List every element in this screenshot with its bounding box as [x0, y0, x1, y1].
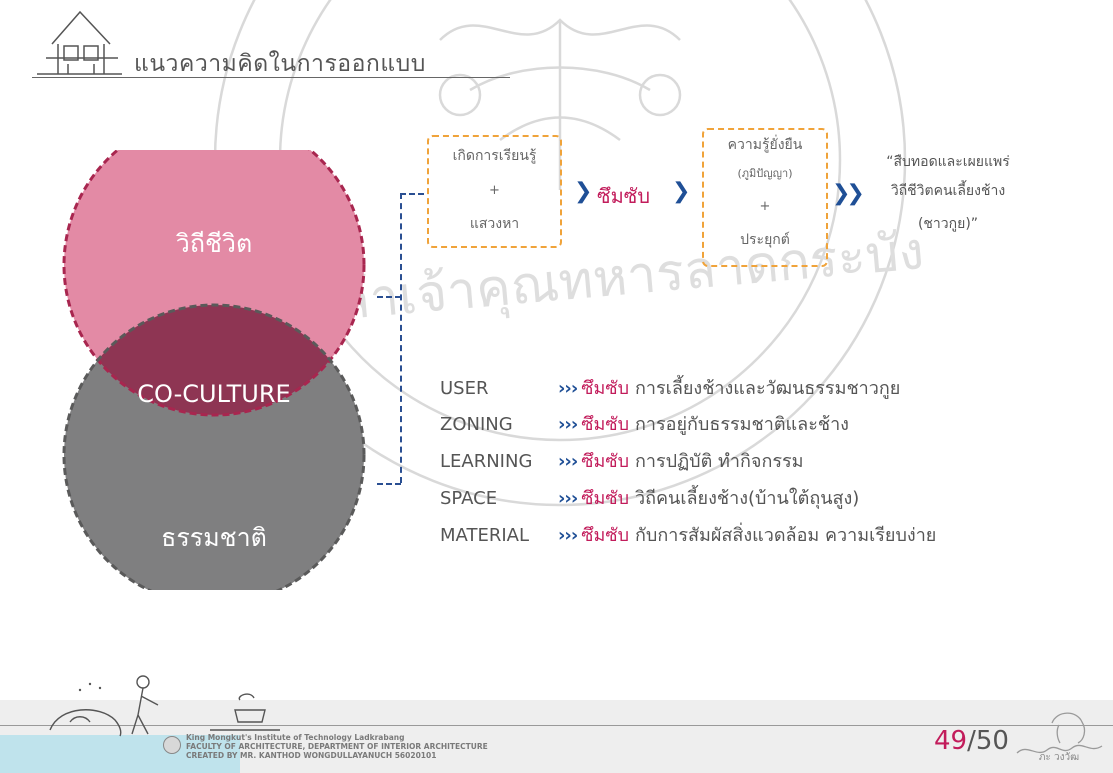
institute-credit: King Mongkut's Institute of Technology L…	[186, 733, 488, 760]
learning-box	[427, 135, 562, 248]
bracket-line	[400, 193, 402, 483]
university-logo	[163, 736, 181, 754]
page-title: แนวความคิดในการออกแบบ	[134, 51, 426, 77]
faculty-name: FACULTY OF ARCHITECTURE, DEPARTMENT OF I…	[186, 742, 488, 751]
institute-name: King Mongkut's Institute of Technology L…	[186, 733, 405, 742]
nature-label: ธรรมชาติ	[161, 523, 267, 552]
chevron-right-icon: ❯	[672, 179, 691, 204]
learning-box-plus: +	[489, 183, 500, 198]
chevron-right-icon: ❯	[574, 179, 593, 204]
page-number: 49/50	[934, 726, 1009, 756]
title-underline	[32, 77, 510, 78]
knowledge-box-plus: +	[759, 199, 771, 214]
signature-text: ภะ วงวัฒ	[1039, 752, 1079, 763]
absorb-connector: ซึมซับ	[597, 184, 651, 208]
ground-line	[0, 725, 1113, 726]
bracket-bottom-arm	[377, 483, 401, 485]
list-item: ZONING›››ซึมซับการอยู่กับธรรมชาติและช้าง	[440, 414, 849, 435]
knowledge-box-line1: ความรู้ยั่งยืน	[727, 137, 803, 153]
list-item: SPACE›››ซึมซับวิถีคนเลี้ยงช้าง(บ้านใต้ถุ…	[440, 488, 860, 509]
lifestyle-label: วิถีชีวิต	[175, 229, 253, 258]
co-culture-label: CO-CULTURE	[137, 380, 291, 408]
overlap-region	[64, 305, 364, 415]
list-item: MATERIAL›››ซึมซับกับการสัมผัสสิ่งแวดล้อม…	[440, 525, 937, 546]
result-line2: วิถีชีวิตคนเลี้ยงช้าง	[890, 183, 1006, 199]
knowledge-box	[702, 128, 828, 267]
thai-house-sketch-icon	[37, 10, 122, 75]
water-sketch	[0, 735, 240, 773]
bracket-top-arm	[400, 193, 424, 195]
learning-box-line1: เกิดการเรียนรู้	[452, 148, 537, 164]
learning-box-line2: แสวงหา	[469, 216, 520, 232]
list-item: LEARNING›››ซึมซับการปฏิบัติ ทำกิจกรรม	[440, 451, 804, 472]
elephant-signature-logo: ภะ วงวัฒ	[1016, 712, 1103, 763]
list-item: USER›››ซึมซับการเลี้ยงช้างและวัฒนธรรมชาว…	[440, 378, 901, 399]
elephant-bathing-sketch-icon	[49, 675, 280, 737]
creator-credit: CREATED BY MR. KANTHOD WONGDULLAYANUCH 5…	[186, 751, 437, 760]
result-line3: (ชาวกูย)”	[917, 216, 979, 232]
bracket-connector	[377, 296, 401, 298]
knowledge-box-line2: ประยุกต์	[740, 232, 790, 248]
venn-diagram	[62, 150, 366, 590]
knowledge-box-sub: (ภูมิปัญญา)	[737, 167, 793, 180]
double-chevron-right-icon: ❯❯	[832, 181, 865, 206]
result-line1: “สืบทอดและเผยแพร่	[886, 154, 1010, 170]
